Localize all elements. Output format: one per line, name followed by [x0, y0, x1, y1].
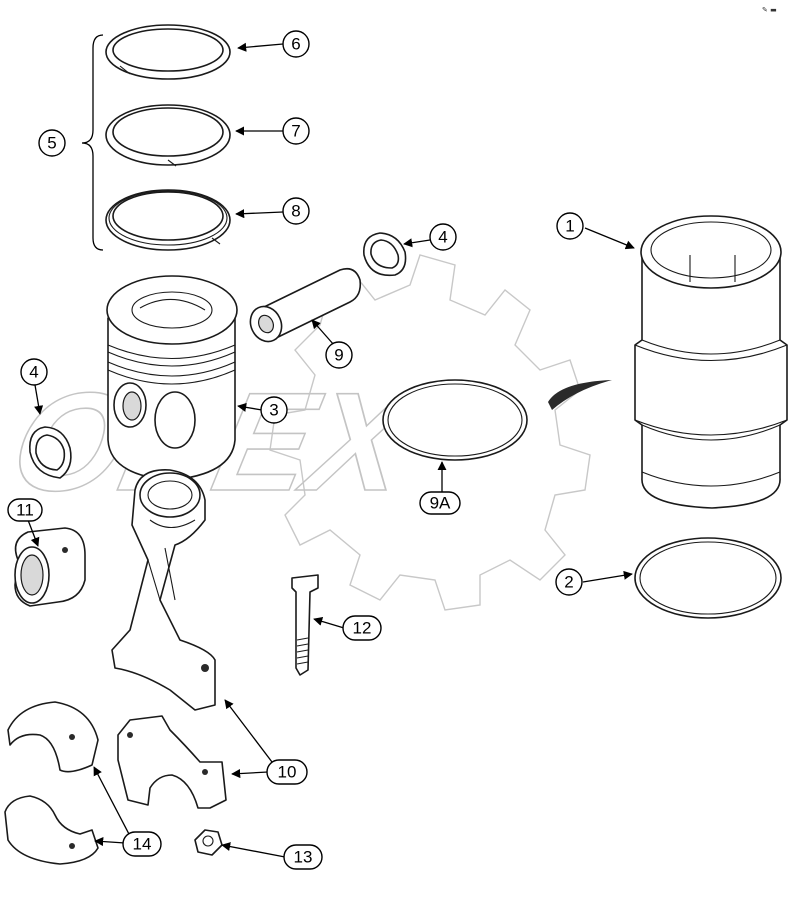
leader-lines: [27, 42, 635, 858]
rod-bolt: [291, 574, 319, 676]
callout-14: 14: [122, 831, 162, 857]
callout-11: 11: [7, 498, 43, 522]
callout-9: 9: [325, 341, 353, 369]
callout-1: 1: [556, 212, 584, 240]
callout-3: 3: [260, 396, 288, 424]
svg-text:1: 1: [565, 217, 574, 236]
svg-text:12: 12: [353, 619, 372, 638]
connecting-rod: [111, 469, 216, 711]
o-ring-small: [382, 379, 528, 461]
retaining-clip-left: [28, 426, 72, 479]
piston-ring-top: [105, 24, 231, 80]
callout-2: 2: [555, 568, 583, 596]
callout-9a: 9A: [419, 491, 461, 515]
rod-nut: [194, 829, 223, 856]
cylinder-liner: [634, 215, 788, 509]
callout-4-left: 4: [20, 358, 48, 386]
svg-text:13: 13: [294, 848, 313, 867]
svg-text:7: 7: [291, 122, 300, 141]
piston-pin: [249, 267, 362, 343]
watermark-gear: [269, 254, 591, 611]
svg-text:5: 5: [47, 134, 56, 153]
callout-12: 12: [342, 615, 382, 641]
liner-seal-ring: [634, 537, 782, 619]
rod-cap: [117, 715, 227, 809]
piston: [106, 275, 238, 481]
svg-text:10: 10: [278, 763, 297, 782]
callout-10: 10: [266, 759, 308, 785]
callout-4-upper: 4: [429, 223, 457, 251]
callout-13: 13: [283, 844, 323, 870]
svg-text:9: 9: [334, 346, 343, 365]
callout-7: 7: [282, 117, 310, 145]
svg-text:6: 6: [291, 35, 300, 54]
svg-text:9A: 9A: [430, 494, 451, 513]
bearing-shell-upper: [7, 701, 99, 773]
svg-text:2: 2: [564, 573, 573, 592]
callout-8: 8: [282, 197, 310, 225]
svg-text:11: 11: [16, 501, 34, 520]
bearing-shell-lower: [4, 795, 99, 865]
retaining-clip-upper: [363, 232, 407, 277]
corner-mark: ✎ ▬: [762, 6, 777, 14]
piston-ring-oil: [105, 189, 231, 251]
svg-text:3: 3: [269, 401, 278, 420]
svg-text:4: 4: [29, 363, 38, 382]
callout-6: 6: [282, 30, 310, 58]
pin-bushing: [14, 527, 86, 607]
swoosh-mark: [548, 380, 612, 410]
piston-ring-second: [105, 104, 231, 167]
callout-5: 5: [38, 129, 66, 157]
svg-text:14: 14: [133, 835, 152, 854]
svg-text:8: 8: [291, 202, 300, 221]
svg-text:4: 4: [438, 228, 447, 247]
ring-set-bracket: [81, 34, 104, 251]
